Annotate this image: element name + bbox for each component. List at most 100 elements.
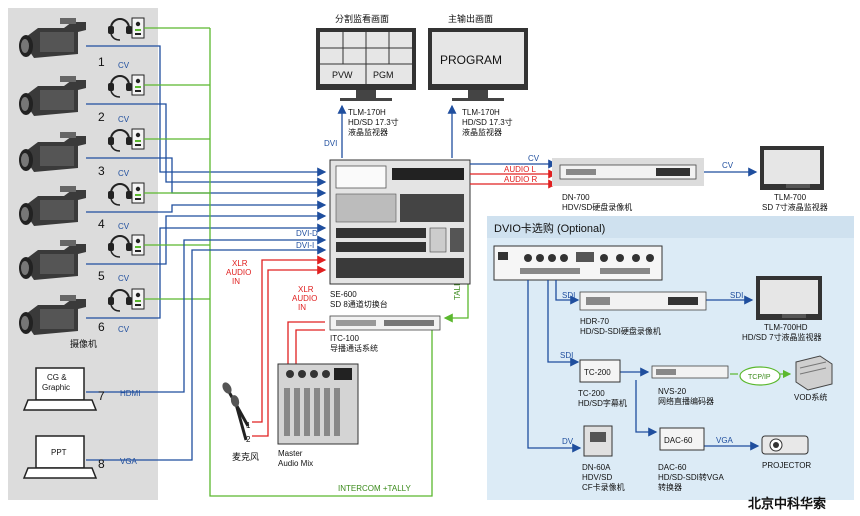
mic-label: 麦克风: [232, 451, 259, 462]
intercom-device: [329, 315, 441, 331]
hdr70-desc: HD/SD-SDI硬盘录像机: [580, 326, 661, 336]
camera-number: 4: [98, 217, 105, 231]
program-monitor: 主输出画面 PROGRAM: [428, 13, 528, 101]
mic-number: 2: [246, 435, 251, 444]
tally-label: TALLY: [453, 276, 462, 300]
intercom-label: INTERCOM +TALLY: [338, 484, 411, 493]
laptop-ppt: [22, 435, 98, 479]
cv-label: CV: [118, 115, 130, 124]
cv-label: CV: [118, 222, 130, 231]
vga-label: VGA: [120, 457, 138, 466]
audio-mixer: [277, 363, 359, 445]
vga-out-label: VGA: [716, 436, 734, 445]
camera-number: 2: [98, 110, 105, 124]
split-monitor-spec: HD/SD 17.3寸: [348, 117, 399, 127]
projector-icon: [761, 435, 809, 455]
beltpack-icon: [131, 234, 145, 256]
hdr70-device: [579, 291, 707, 311]
switcher-device: [329, 159, 471, 285]
xlr1-line: AUDIO: [226, 268, 251, 277]
hdmi-label: HDMI: [120, 389, 140, 398]
intercom-desc: 导播通话系统: [330, 343, 378, 353]
dvi-d-label: DVI-D: [296, 229, 318, 238]
xlr1-line: XLR: [232, 259, 248, 268]
xlr2-line: XLR: [298, 285, 314, 294]
dv-label: DV: [562, 437, 574, 446]
camera-cv-labels: CV CV CV CV CV CV: [118, 61, 130, 334]
tlm700-desc: SD 7寸液晶监视器: [762, 202, 828, 212]
split-monitor-desc: 液晶监视器: [348, 127, 388, 137]
cv-out-label: CV: [528, 154, 540, 163]
cv-dn700-label: CV: [722, 161, 734, 170]
pvw-cell: PVW: [332, 70, 353, 80]
dac60-device: [659, 427, 705, 451]
ppt-screen: PPT: [51, 448, 67, 457]
projector-label: PROJECTOR: [762, 461, 811, 470]
sdi-label: SDI: [562, 291, 575, 300]
dn60a-spec: HDV/SD: [582, 473, 612, 482]
tlm700-monitor: [760, 146, 824, 190]
dn60a-model: DN-60A: [582, 463, 611, 472]
source-number: 7: [98, 389, 105, 403]
switcher-desc: SD 8通道切换台: [330, 299, 388, 309]
dvio-card: [493, 245, 663, 281]
dn60a-desc: CF卡录像机: [582, 482, 625, 492]
switcher-model: SE-600: [330, 290, 357, 299]
dn60a-device: [583, 425, 613, 457]
tc200-device: [579, 359, 621, 383]
tlm700hd-desc: HD/SD 7寸液晶监视器: [742, 332, 822, 342]
dac60-spec: HD/SD-SDI转VGA: [658, 472, 724, 482]
microphone-icon: [222, 382, 250, 441]
mic-number: 1: [246, 421, 251, 430]
camera-number: 1: [98, 55, 105, 69]
beltpack-icon: [131, 17, 145, 39]
dn700-device: [552, 158, 704, 186]
dvi-i-label: DVI-I: [296, 241, 314, 250]
tlm700hd-monitor: [756, 276, 822, 320]
dn700-desc: HDV/SD硬盘录像机: [562, 202, 632, 212]
sdi-label: SDI: [560, 351, 573, 360]
dac60-desc: 转换器: [658, 482, 682, 492]
beltpack-icon: [131, 128, 145, 150]
beltpack-icon: [131, 182, 145, 204]
vod-server-icon: [795, 355, 833, 391]
camera-number: 6: [98, 320, 105, 334]
dac60-model: DAC-60: [658, 463, 687, 472]
tcpip-cloud-icon: [739, 366, 781, 386]
audio-l-label: AUDIO L: [504, 165, 537, 174]
split-monitor: 分割监看画面 PVW PGM: [316, 13, 416, 101]
nvs20-desc: 网络直播编码器: [658, 396, 714, 406]
program-monitor-spec: HD/SD 17.3寸: [462, 117, 513, 127]
nvs20-model: NVS-20: [658, 387, 687, 396]
tlm700hd-model: TLM-700HD: [764, 323, 808, 332]
program-monitor-model: TLM-170H: [462, 108, 500, 117]
tc200-face: TC-200: [584, 368, 611, 377]
tlm700-model: TLM-700: [774, 193, 807, 202]
hdr70-model: HDR-70: [580, 317, 609, 326]
camera-number: 5: [98, 269, 105, 283]
sdi-label: SDI: [730, 291, 743, 300]
source-number: 8: [98, 457, 105, 471]
dvio-title: DVIO卡选购 (Optional): [494, 221, 605, 235]
nvs20-device: [651, 365, 729, 379]
pgm-cell: PGM: [373, 70, 394, 80]
watermark: 北京中科华索: [748, 496, 826, 511]
xlr2-line: IN: [298, 303, 306, 312]
cv-label: CV: [118, 274, 130, 283]
cv-label: CV: [118, 325, 130, 334]
cv-label: CV: [118, 169, 130, 178]
dvi-label: DVI: [324, 139, 337, 148]
program-monitor-desc: 液晶监视器: [462, 127, 502, 137]
cg-screen: CG &: [47, 373, 67, 382]
mixer-label: Master: [278, 449, 303, 458]
program-monitor-title: 主输出画面: [448, 13, 493, 24]
xlr2-line: AUDIO: [292, 294, 317, 303]
intercom-model: ITC-100: [330, 334, 359, 343]
tc200-desc: HD/SD字幕机: [578, 398, 627, 408]
cv-label: CV: [118, 61, 130, 70]
tc200-model: TC-200: [578, 389, 605, 398]
audio-r-label: AUDIO R: [504, 175, 538, 184]
camera-numbers: 1 2 3 4 5 6: [98, 55, 105, 334]
dn700-model: DN-700: [562, 193, 590, 202]
